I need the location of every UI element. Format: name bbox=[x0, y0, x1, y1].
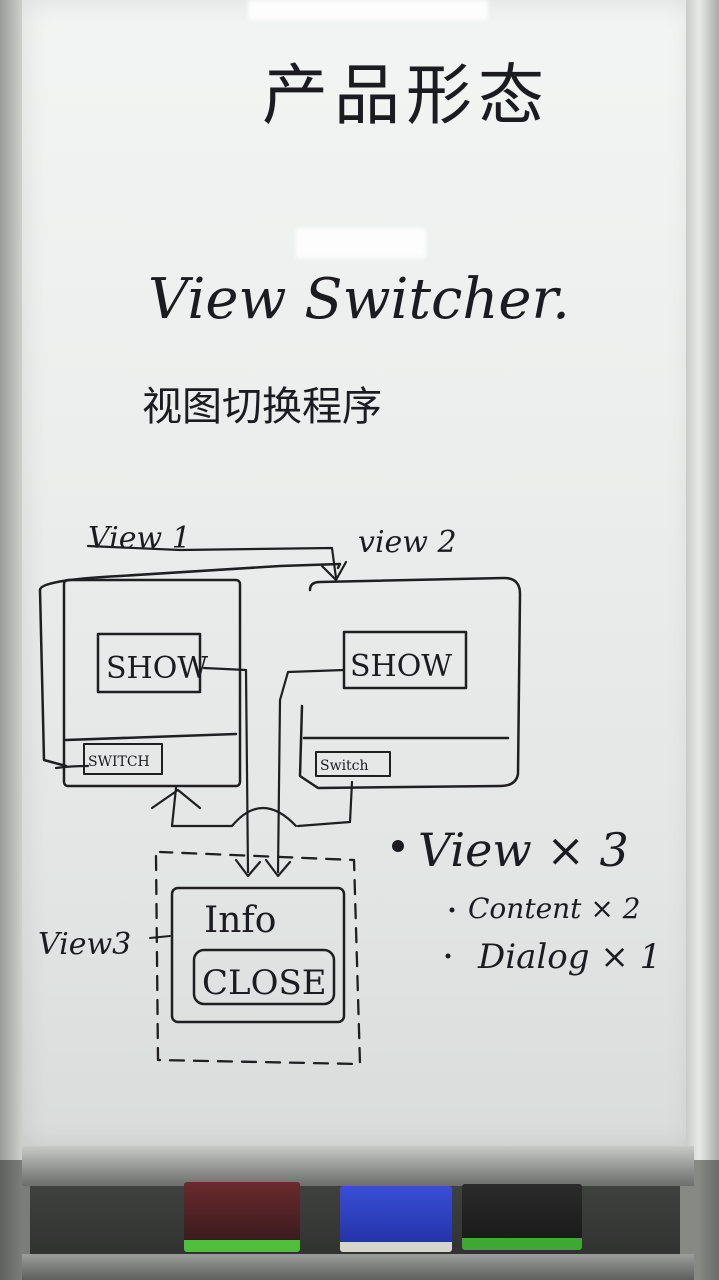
eraser-blue bbox=[340, 1186, 452, 1252]
title-chinese: 产品形态 bbox=[262, 57, 550, 134]
view2-switch-button: Switch bbox=[320, 758, 369, 774]
bullet-dot-main bbox=[392, 840, 404, 852]
board-frame-right bbox=[686, 0, 719, 1160]
subtitle-chinese: 视图切换程序 bbox=[142, 384, 382, 430]
subtitle-english: View Switcher. bbox=[148, 267, 570, 332]
view3-label: View3 bbox=[38, 927, 131, 962]
shelf-lip bbox=[22, 1254, 694, 1280]
light-glare-middle bbox=[296, 228, 426, 258]
eraser-red bbox=[184, 1182, 300, 1252]
light-glare-top bbox=[248, 0, 488, 20]
note-dialog-count: Dialog × 1 bbox=[477, 937, 661, 977]
view3-sketch bbox=[149, 850, 362, 1066]
eraser-black bbox=[462, 1184, 582, 1250]
view1-switch-button: SWITCH bbox=[88, 754, 150, 770]
switch-arrows bbox=[86, 544, 348, 878]
bullet-dot-sub1 bbox=[449, 907, 455, 913]
note-content-count: Content × 2 bbox=[468, 892, 641, 925]
view2-label: view 2 bbox=[358, 525, 457, 560]
view2-sketch bbox=[296, 576, 522, 828]
board-frame-left bbox=[0, 0, 24, 1160]
note-view-count: View × 3 bbox=[418, 823, 629, 877]
marker-tray bbox=[22, 1146, 694, 1186]
view3-info-title: Info bbox=[204, 900, 276, 941]
view3-close-button: CLOSE bbox=[202, 963, 327, 1003]
view1-show-button: SHOW bbox=[106, 651, 208, 686]
view1-sketch bbox=[38, 562, 342, 788]
bullet-dot-sub2 bbox=[445, 953, 451, 959]
view2-show-button: SHOW bbox=[350, 649, 452, 684]
